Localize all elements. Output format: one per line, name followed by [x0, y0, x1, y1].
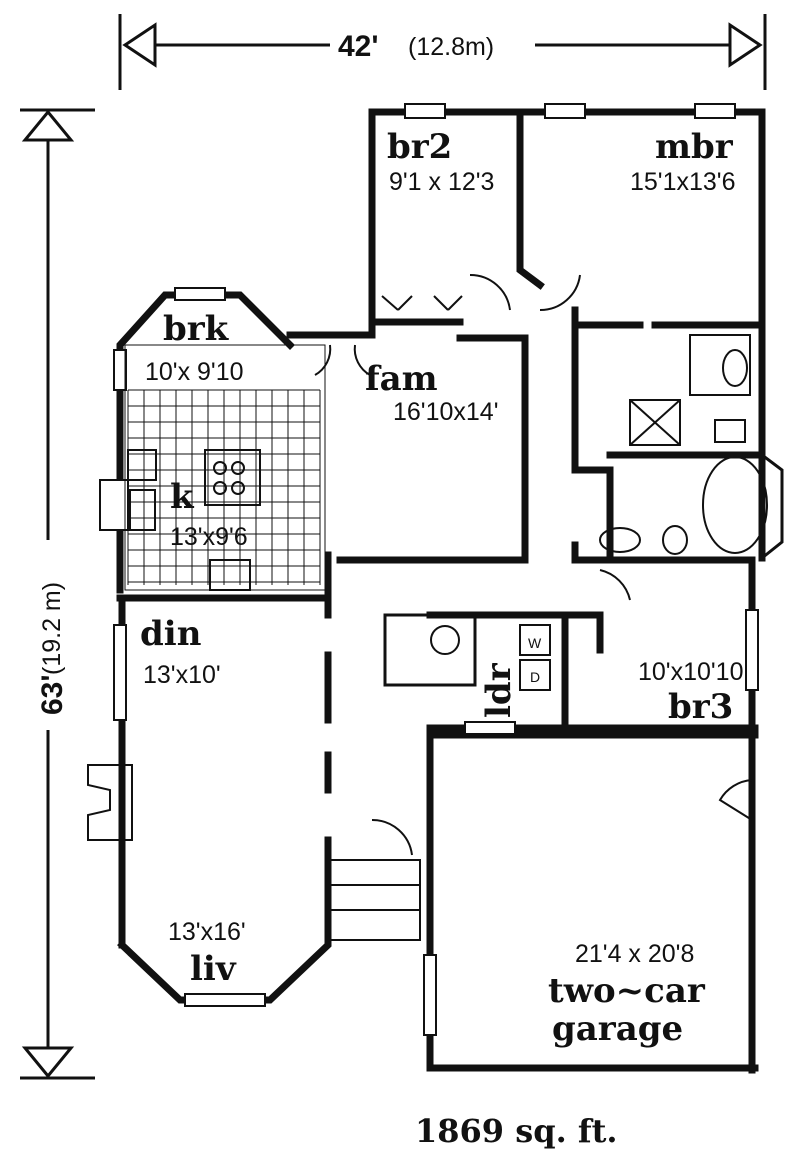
svg-text:10'x10'10: 10'x10'10: [638, 658, 743, 686]
room-label-garage: 21'4 x 20'8 two~car garage: [548, 940, 706, 1049]
kitchen-tile-area: [124, 344, 326, 591]
windows: [99, 103, 759, 1036]
svg-text:fam: fam: [365, 359, 438, 399]
svg-text:W: W: [528, 635, 542, 651]
svg-text:10'x 9'10: 10'x 9'10: [145, 358, 244, 386]
svg-text:D: D: [530, 669, 540, 685]
room-label-k: k 13'x9'6: [170, 477, 248, 551]
room-label-fam: fam 16'10x14': [365, 359, 498, 426]
svg-text:garage: garage: [552, 1009, 683, 1049]
svg-text:br3: br3: [668, 687, 733, 727]
svg-text:two~car: two~car: [548, 971, 706, 1011]
svg-text:k: k: [170, 477, 195, 517]
depth-dimension: 63' (19.2 m): [20, 108, 95, 1080]
room-label-br3: 10'x10'10 br3: [638, 658, 743, 727]
svg-text:mbr: mbr: [655, 127, 734, 167]
master-bath: [599, 334, 768, 555]
depth-metric: (19.2 m): [38, 582, 66, 675]
room-label-mbr: mbr 15'1x13'6: [630, 127, 735, 196]
laundry-fixtures: W D: [430, 624, 551, 691]
doors: [314, 273, 753, 856]
interior-walls: [116, 108, 766, 794]
width-dimension: 42' (12.8m): [118, 14, 767, 90]
room-label-ldr: ldr: [479, 662, 519, 718]
svg-text:brk: brk: [163, 309, 230, 349]
width-label: 42': [338, 30, 379, 63]
svg-text:13'x9'6: 13'x9'6: [170, 523, 248, 551]
svg-text:13'x16': 13'x16': [168, 918, 246, 946]
depth-label: 63': [36, 674, 69, 715]
svg-text:15'1x13'6: 15'1x13'6: [630, 168, 735, 196]
fireplace: [87, 764, 133, 841]
svg-text:16'10x14': 16'10x14': [393, 398, 498, 426]
svg-text:br2: br2: [387, 127, 452, 167]
total-area: 1869 sq. ft.: [415, 1112, 618, 1150]
svg-text:21'4 x 20'8: 21'4 x 20'8: [575, 940, 694, 968]
room-label-liv: 13'x16' liv: [168, 918, 246, 989]
width-metric: (12.8m): [408, 33, 494, 61]
room-label-br2: br2 9'1 x 12'3: [387, 127, 494, 196]
room-label-din: din 13'x10': [140, 614, 221, 689]
svg-text:din: din: [140, 614, 201, 654]
svg-text:9'1 x 12'3: 9'1 x 12'3: [389, 168, 494, 196]
svg-text:liv: liv: [190, 949, 237, 989]
svg-text:ldr: ldr: [479, 662, 519, 718]
room-label-brk: brk 10'x 9'10: [145, 309, 244, 386]
svg-text:13'x10': 13'x10': [143, 661, 221, 689]
